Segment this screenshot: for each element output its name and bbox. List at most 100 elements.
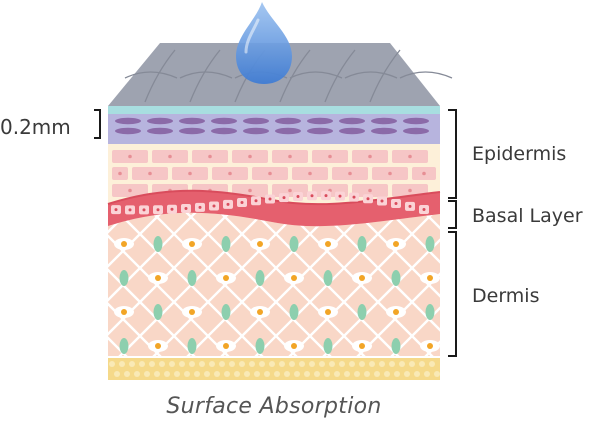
basal-nucleus	[170, 207, 174, 211]
dermis-fiber-node	[187, 338, 197, 354]
epidermis-nucleus	[118, 171, 122, 176]
epidermis-nucleus	[248, 188, 252, 193]
subcutaneous-dot	[129, 361, 135, 367]
dermis-fiber-node	[187, 270, 197, 286]
subcutaneous-dot	[394, 371, 400, 377]
subcutaneous-dot	[174, 371, 180, 377]
epidermis-label: Epidermis	[472, 143, 567, 165]
epidermis-nucleus	[388, 171, 392, 176]
subcutaneous-dot	[164, 371, 170, 377]
dermis-cells	[114, 236, 440, 354]
surface-fold	[399, 71, 453, 79]
dermis-cell-nucleus	[427, 275, 433, 281]
dermis-fiber-node	[323, 338, 333, 354]
subcutaneous-dot	[324, 371, 330, 377]
subcutaneous-dot	[344, 371, 350, 377]
thickness-bracket	[94, 109, 101, 139]
basal-nucleus	[212, 204, 216, 208]
dermis-fiber-node	[221, 304, 231, 320]
subcutaneous-dot	[254, 371, 260, 377]
subcutaneous-dot	[209, 361, 215, 367]
subcutaneous-dot	[294, 371, 300, 377]
basal-nucleus	[240, 201, 244, 205]
basal-nucleus	[282, 196, 286, 200]
lattice-line	[377, 212, 440, 356]
epidermis-cells	[112, 150, 436, 197]
stratum-cell	[339, 117, 365, 125]
subcutaneous-dot	[244, 371, 250, 377]
basal-nucleus	[352, 195, 356, 199]
surface-fold	[144, 49, 176, 103]
dermis-cell-nucleus	[427, 343, 433, 349]
epidermis-nucleus	[248, 154, 252, 159]
dermis-bracket	[448, 231, 457, 357]
dermis-fiber-node	[391, 338, 401, 354]
subcutaneous-dots	[109, 361, 440, 377]
epidermis-nucleus	[148, 171, 152, 176]
basal-nucleus	[268, 197, 272, 201]
lattice-line	[0, 200, 38, 370]
subcutaneous-dot	[369, 361, 375, 367]
dermis-cell-nucleus	[121, 241, 127, 247]
epidermis-nucleus	[308, 171, 312, 176]
stratum-cell	[371, 127, 397, 135]
dermis-fiber-node	[289, 236, 299, 252]
epidermis-nucleus	[328, 154, 332, 159]
dermis-cell-nucleus	[189, 241, 195, 247]
subcutaneous-dot	[334, 371, 340, 377]
stratum-corneum-band	[108, 106, 440, 114]
subcutaneous-dot	[224, 371, 230, 377]
diagram-caption: Surface Absorption	[166, 394, 382, 419]
basal-nucleus	[380, 199, 384, 203]
basal-nucleus	[422, 207, 426, 211]
basal-nucleus	[408, 204, 412, 208]
epidermis-bracket	[448, 109, 457, 199]
subcutaneous-dot	[429, 361, 435, 367]
subcutaneous-dot	[289, 361, 295, 367]
subcutaneous-dot	[354, 371, 360, 377]
subcutaneous-dot	[419, 361, 425, 367]
subcutaneous-dot	[404, 371, 410, 377]
dermis-cell-nucleus	[325, 241, 331, 247]
epidermis-nucleus	[368, 154, 372, 159]
subcutaneous-dot	[139, 361, 145, 367]
dermis-cell-nucleus	[189, 309, 195, 315]
dermis-cell-nucleus	[359, 275, 365, 281]
dermis-cell-nucleus	[257, 309, 263, 315]
epidermis-nucleus	[128, 154, 132, 159]
basal-nucleus	[324, 194, 328, 198]
stratum-cell	[307, 127, 333, 135]
epidermis-nucleus	[228, 171, 232, 176]
dermis-cell-nucleus	[223, 275, 229, 281]
epidermis-nucleus	[348, 171, 352, 176]
dermis-fiber-node	[255, 338, 265, 354]
subcutaneous-dot	[349, 361, 355, 367]
stratum-cell	[147, 127, 173, 135]
dermis-cell-nucleus	[393, 241, 399, 247]
epidermis-nucleus	[422, 171, 426, 176]
dermis-fiber-node	[119, 270, 129, 286]
subcutaneous-dot	[134, 371, 140, 377]
subcutaneous-dot	[189, 361, 195, 367]
dermis-fiber-node	[323, 270, 333, 286]
stratum-cell	[179, 127, 205, 135]
subcutaneous-dot	[124, 371, 130, 377]
stratum-cell	[115, 127, 141, 135]
basal-bracket	[448, 200, 457, 229]
basal-layer-band	[108, 190, 440, 227]
lattice-line	[0, 200, 38, 370]
droplet-highlight	[244, 18, 260, 54]
subcutaneous-dot	[424, 371, 430, 377]
lattice-line	[139, 212, 311, 356]
dermis-cell-nucleus	[393, 309, 399, 315]
basal-nucleus	[184, 207, 188, 211]
subcutaneous-dot	[414, 371, 420, 377]
subcutaneous-dot	[279, 361, 285, 367]
stratum-cells	[115, 117, 429, 135]
dermis-cell-nucleus	[223, 343, 229, 349]
subcutaneous-dot	[154, 371, 160, 377]
surface-fold	[324, 49, 356, 103]
lattice-line	[377, 212, 440, 356]
lattice-line	[275, 212, 440, 356]
